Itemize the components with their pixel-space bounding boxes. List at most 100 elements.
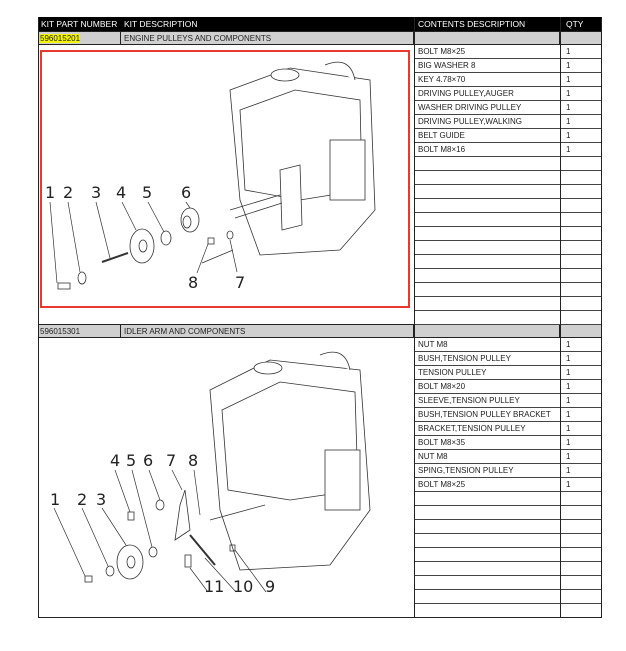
contents-description: SLEEVE,TENSION PULLEY: [418, 396, 520, 405]
qty: 1: [566, 131, 571, 140]
kit-part-number[interactable]: 596015201: [40, 34, 81, 43]
contents-description: BOLT M8×16: [418, 145, 466, 154]
callout: 7: [235, 273, 245, 292]
callout: 2: [77, 490, 87, 509]
callout: 4: [110, 451, 120, 470]
callout-numbers: 1 2 3 4 5 6 7 8: [45, 183, 245, 292]
table-row: SLEEVE,TENSION PULLEY 1: [414, 394, 602, 408]
parts-drawing: [84, 489, 236, 583]
kit-row: 596015201 ENGINE PULLEYS AND COMPONENTS: [38, 31, 602, 45]
qty: 1: [566, 410, 571, 419]
table-row: [414, 604, 602, 618]
engine-drawing: [209, 351, 371, 571]
contents-description: DRIVING PULLEY,AUGER: [418, 89, 514, 98]
table-row: [414, 562, 602, 576]
callout: 8: [188, 451, 198, 470]
contents-description: BIG WASHER 8: [418, 61, 476, 70]
qty: 1: [566, 47, 571, 56]
callout: 3: [96, 490, 106, 509]
callout: 2: [63, 183, 73, 202]
kit-description: IDLER ARM AND COMPONENTS: [124, 327, 246, 336]
table-row: [414, 590, 602, 604]
exploded-diagram-idler-arm: 1 2 3 4 5 6 7 8 9 10 11: [50, 351, 371, 596]
callout: 6: [143, 451, 153, 470]
table-row: BRACKET,TENSION PULLEY 1: [414, 422, 602, 436]
table-row: [414, 255, 602, 269]
table-row: TENSION PULLEY 1: [414, 366, 602, 380]
contents-description: BOLT M8×20: [418, 382, 466, 391]
callout: 1: [45, 183, 55, 202]
contents-description: BOLT M8×35: [418, 438, 466, 447]
kit-part-number[interactable]: 596015301: [40, 327, 81, 336]
callout: 4: [116, 183, 126, 202]
qty: 1: [566, 452, 571, 461]
qty: 1: [566, 340, 571, 349]
parts-drawing: [57, 207, 234, 290]
contents-description: TENSION PULLEY: [418, 368, 487, 377]
callout: 10: [233, 577, 253, 596]
exploded-diagram-engine-pulleys: 1 2 3 4 5 6 7 8: [40, 50, 410, 308]
callout: 6: [181, 183, 191, 202]
contents-description: NUT M8: [418, 340, 448, 349]
table-row: [414, 269, 602, 283]
table-row: [414, 534, 602, 548]
header-kit-part-number: KIT PART NUMBER: [41, 19, 118, 29]
callout: 5: [126, 451, 136, 470]
table-row: BIG WASHER 8 1: [414, 59, 602, 73]
table-row: [414, 492, 602, 506]
qty: 1: [566, 424, 571, 433]
contents-description: NUT M8: [418, 452, 448, 461]
qty: 1: [566, 61, 571, 70]
qty: 1: [566, 368, 571, 377]
table-row: DRIVING PULLEY,AUGER 1: [414, 87, 602, 101]
header-qty: QTY: [566, 19, 584, 29]
table-row: NUT M8 1: [414, 450, 602, 464]
contents-description: BUSH,TENSION PULLEY BRACKET: [418, 410, 551, 419]
table-row: BOLT M8×35 1: [414, 436, 602, 450]
qty: 1: [566, 103, 571, 112]
table-row: [414, 227, 602, 241]
contents-description: BRACKET,TENSION PULLEY: [418, 424, 526, 433]
header-contents-description: CONTENTS DESCRIPTION: [418, 19, 526, 29]
header-kit-description: KIT DESCRIPTION: [124, 19, 198, 29]
table-row: [414, 241, 602, 255]
table-header: KIT PART NUMBER KIT DESCRIPTION CONTENTS…: [38, 17, 602, 31]
table-row: [414, 548, 602, 562]
kit-description: ENGINE PULLEYS AND COMPONENTS: [124, 34, 272, 43]
callout-numbers: 1 2 3 4 5 6 7 8 9 10 11: [50, 451, 275, 596]
table-row: BOLT M8×16 1: [414, 143, 602, 157]
table-row: [414, 157, 602, 171]
callout: 5: [142, 183, 152, 202]
contents-description: BUSH,TENSION PULLEY: [418, 354, 511, 363]
callout: 1: [50, 490, 60, 509]
qty: 1: [566, 89, 571, 98]
qty: 1: [566, 117, 571, 126]
qty: 1: [566, 382, 571, 391]
callout: 11: [204, 577, 224, 596]
callout: 3: [91, 183, 101, 202]
kit-row: 596015301 IDLER ARM AND COMPONENTS: [38, 324, 602, 338]
callout: 9: [265, 577, 275, 596]
contents-description: WASHER DRIVING PULLEY: [418, 103, 522, 112]
table-row: BUSH,TENSION PULLEY BRACKET 1: [414, 408, 602, 422]
qty: 1: [566, 396, 571, 405]
engine-drawing: [229, 61, 376, 256]
table-row: BOLT M8×20 1: [414, 380, 602, 394]
table-row: [414, 520, 602, 534]
table-row: WASHER DRIVING PULLEY 1: [414, 101, 602, 115]
contents-description: DRIVING PULLEY,WALKING: [418, 117, 523, 126]
qty: 1: [566, 466, 571, 475]
qty: 1: [566, 438, 571, 447]
qty: 1: [566, 75, 571, 84]
qty: 1: [566, 145, 571, 154]
callout: 7: [166, 451, 176, 470]
table-row: DRIVING PULLEY,WALKING 1: [414, 115, 602, 129]
table-row: [414, 311, 602, 325]
table-row: [414, 283, 602, 297]
